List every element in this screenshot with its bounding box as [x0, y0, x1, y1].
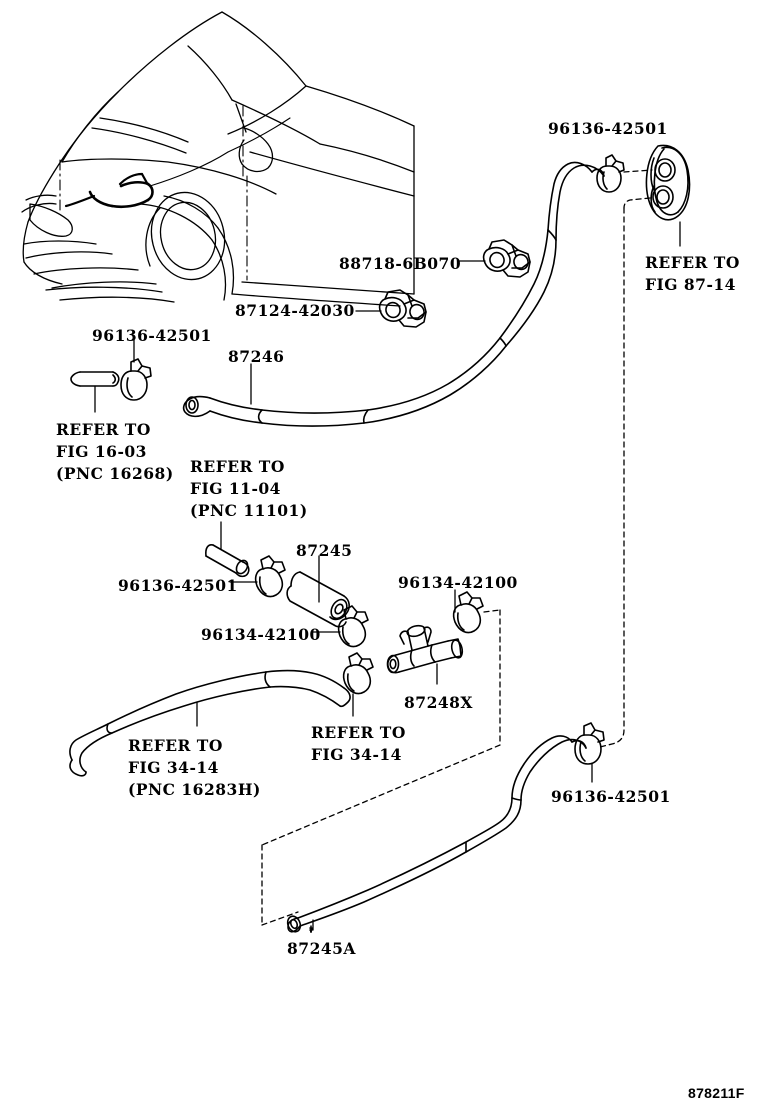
label-refer-fig-87-14: REFER TO FIG 87-14 [645, 253, 740, 294]
clamp-96136-mid [229, 555, 286, 598]
label-refer-fig-16-03: REFER TO FIG 16-03 (PNC 16268) [56, 420, 174, 483]
tube-fig-11-04 [205, 521, 250, 578]
dashed-region-boundary [261, 609, 501, 926]
label-refer-fig-34-14: REFER TO FIG 34-14 [311, 723, 406, 764]
figure-code: 878211F [688, 1085, 745, 1101]
clamp-96134-right [452, 589, 501, 634]
label-clamp-96134-left: 96134-42100 [201, 625, 321, 644]
label-clamp-mid-left: 96136-42501 [118, 576, 238, 595]
label-hose-87245a: 87245A [287, 939, 356, 958]
grommet-fig-87-14 [645, 144, 691, 247]
hose-87246-shape [182, 161, 605, 427]
label-clamp-left-upper: 96136-42501 [92, 326, 212, 345]
clamp-96136-87245a [574, 722, 605, 783]
clamp-96136-top-right [596, 154, 625, 193]
label-clamp-top-right: 96136-42501 [548, 119, 668, 138]
tube-fig-16-03 [70, 371, 120, 413]
clamp-96136-upper-left [120, 339, 152, 401]
label-clamp-96134-right: 96134-42100 [398, 573, 518, 592]
label-hose-87246: 87246 [228, 347, 285, 366]
label-refer-fig-34-14-pnc: REFER TO FIG 34-14 (PNC 16283H) [128, 736, 261, 799]
label-refer-fig-11-04: REFER TO FIG 11-04 (PNC 11101) [190, 457, 308, 520]
label-bracket-88718: 88718-6B070 [339, 254, 462, 273]
hose-87245-shape [286, 555, 350, 628]
label-bracket-87124: 87124-42030 [235, 301, 355, 320]
clamp-fig-34-14 [342, 652, 374, 717]
bracket-88718-6b070 [459, 239, 531, 278]
clamp-96134-left [312, 605, 369, 648]
bracket-87124-42030 [355, 289, 427, 328]
label-clamp-bottom-right: 96136-42501 [551, 787, 671, 806]
label-tee-87248x: 87248X [404, 693, 473, 712]
label-hose-87245: 87245 [296, 541, 353, 560]
tee-87248x-shape [386, 624, 464, 685]
grommet-dashed-links [599, 169, 653, 748]
hose-fig-34-14 [69, 669, 351, 777]
